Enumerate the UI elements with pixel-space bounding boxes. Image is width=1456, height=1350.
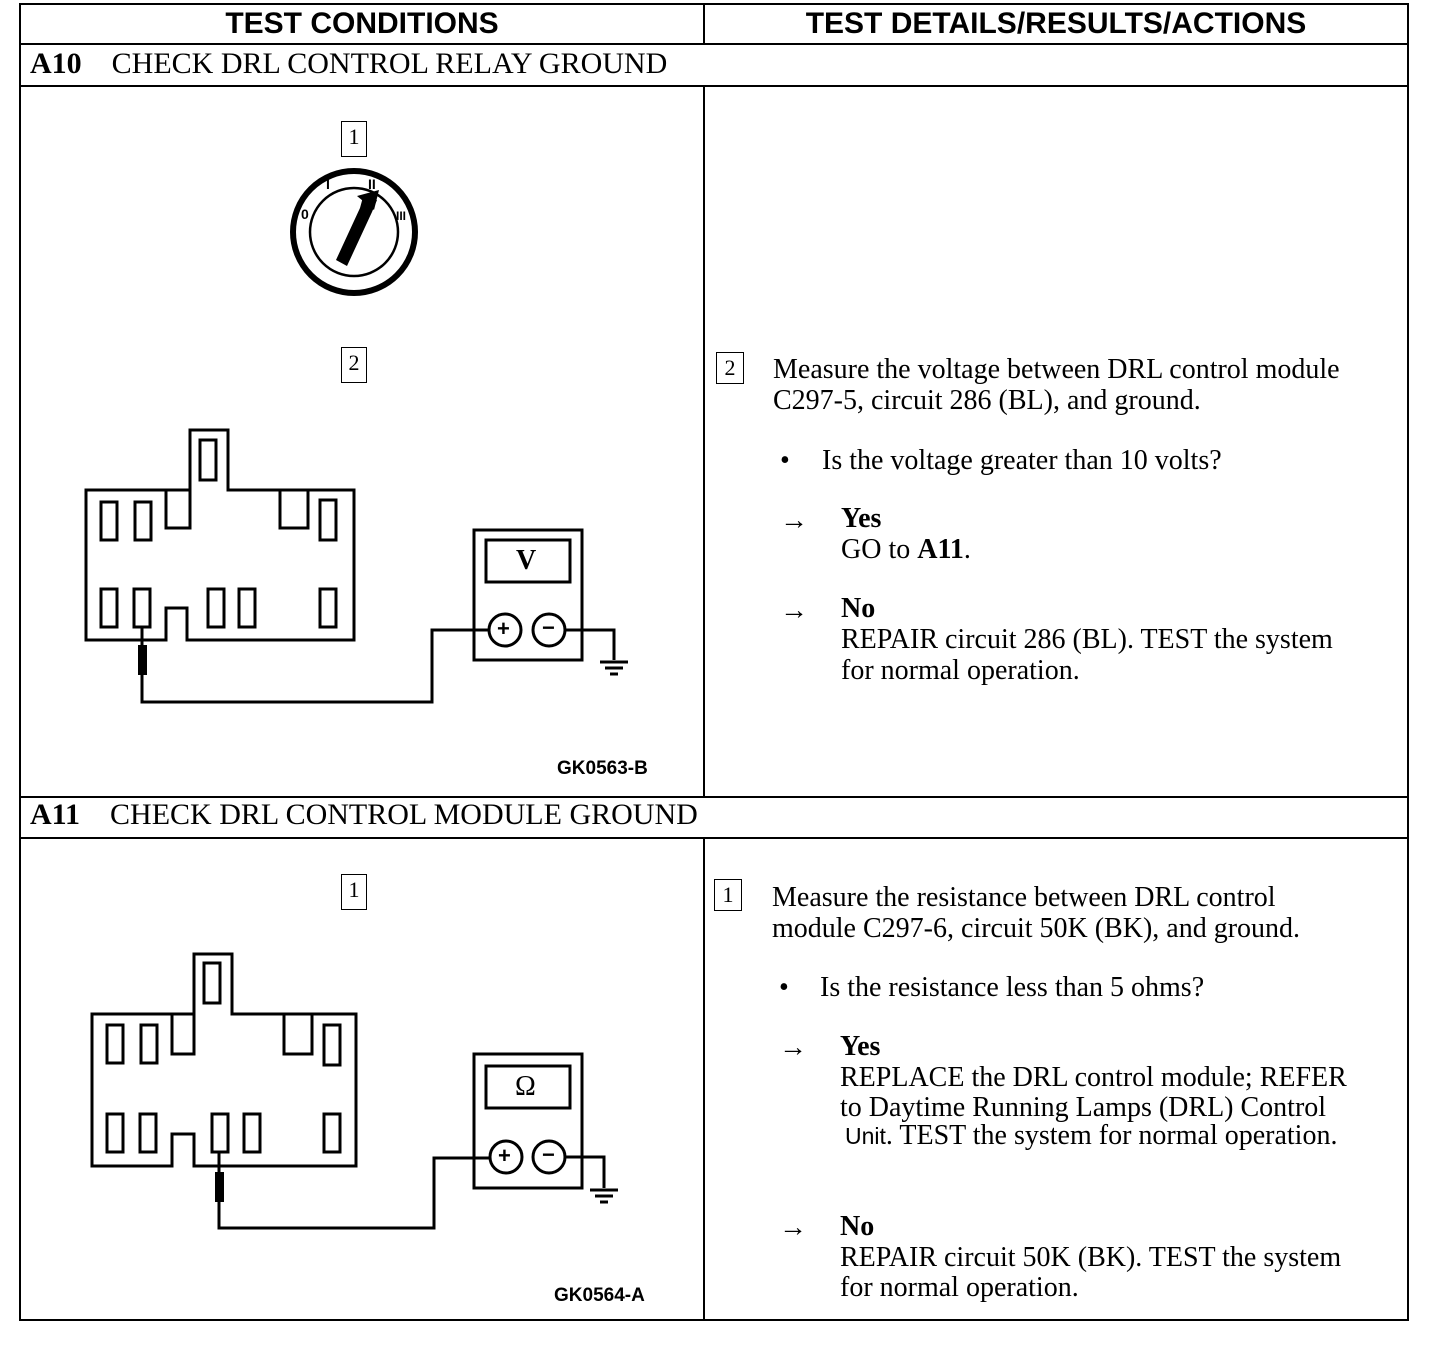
a10-bullet: • bbox=[780, 445, 790, 476]
a10-question: Is the voltage greater than 10 volts? bbox=[822, 445, 1222, 476]
a11-detail-box: 1 bbox=[714, 879, 742, 911]
a10-step2-box: 2 bbox=[341, 347, 367, 383]
a11-meter-plus: + bbox=[498, 1143, 511, 1168]
a11-yes-line1: REPLACE the DRL control module; REFER bbox=[840, 1062, 1347, 1093]
a10-yes-arrow: → bbox=[780, 505, 808, 536]
a10-detail-box: 2 bbox=[716, 352, 744, 384]
switch-label-3: III bbox=[396, 209, 407, 223]
a11-no-line1: REPAIR circuit 50K (BK). TEST the system bbox=[840, 1242, 1342, 1273]
a10-no-line2: for normal operation. bbox=[841, 655, 1080, 686]
a10-meter-minus: − bbox=[542, 615, 555, 640]
a11-yes-line2: to Daytime Running Lamps (DRL) Control bbox=[840, 1092, 1327, 1123]
a11-no-label: No bbox=[840, 1211, 875, 1242]
a11-figure-code: GK0564-A bbox=[554, 1285, 645, 1306]
a10-yes-action: GO to A11. bbox=[841, 534, 971, 565]
a11-no-line2: for normal operation. bbox=[840, 1272, 1079, 1303]
a11-meter-symbol: Ω bbox=[515, 1071, 536, 1102]
a11-yes-label: Yes bbox=[840, 1031, 881, 1062]
a11-detail-line2: module C297-6, circuit 50K (BK), and gro… bbox=[772, 913, 1301, 944]
a11-question: Is the resistance less than 5 ohms? bbox=[820, 972, 1205, 1003]
a10-no-line1: REPAIR circuit 286 (BL). TEST the system bbox=[841, 624, 1333, 655]
a11-yes-arrow: → bbox=[779, 1032, 807, 1063]
a10-detail-line2: C297-5, circuit 286 (BL), and ground. bbox=[773, 385, 1201, 416]
a10-no-label: No bbox=[841, 593, 876, 624]
header-test-details: TEST DETAILS/RESULTS/ACTIONS bbox=[805, 7, 1307, 40]
a10-step1-box: 1 bbox=[341, 121, 367, 157]
a10-meter-plus: + bbox=[497, 616, 510, 641]
a10-heading: A10 CHECK DRL CONTROL RELAY GROUND bbox=[30, 45, 667, 83]
switch-label-0: 0 bbox=[301, 206, 309, 222]
header-test-conditions: TEST CONDITIONS bbox=[225, 7, 499, 40]
a10-no-arrow: → bbox=[780, 595, 808, 626]
switch-label-2: II bbox=[368, 176, 376, 192]
a11-yes-unit: Unit bbox=[845, 1123, 886, 1149]
a10-figure-code: GK0563-B bbox=[557, 758, 648, 779]
a11-id: A11 bbox=[30, 798, 81, 831]
a11-heading: A11 CHECK DRL CONTROL MODULE GROUND bbox=[30, 796, 698, 834]
a11-detail-line1: Measure the resistance between DRL contr… bbox=[772, 882, 1276, 913]
a11-bullet: • bbox=[779, 972, 789, 1003]
a10-id: A10 bbox=[30, 47, 82, 80]
a10-detail-line1: Measure the voltage between DRL control … bbox=[773, 354, 1340, 385]
a10-meter-symbol: V bbox=[516, 545, 537, 576]
a10-yes-target: A11 bbox=[917, 534, 964, 565]
a10-yes-end: . bbox=[963, 534, 971, 565]
a11-no-arrow: → bbox=[779, 1212, 807, 1243]
a11-meter-minus: − bbox=[542, 1142, 555, 1167]
switch-label-1: I bbox=[326, 176, 330, 192]
a10-title: CHECK DRL CONTROL RELAY GROUND bbox=[111, 47, 668, 80]
a11-title: CHECK DRL CONTROL MODULE GROUND bbox=[110, 798, 698, 831]
a11-yes-line3-rest: . TEST the system for normal operation. bbox=[885, 1120, 1338, 1151]
a10-yes-label: Yes bbox=[841, 503, 882, 534]
a11-step1-box: 1 bbox=[341, 874, 367, 910]
a10-yes-go: GO to bbox=[841, 534, 911, 565]
a11-yes-line3: Unit. TEST the system for normal operati… bbox=[845, 1120, 1337, 1152]
